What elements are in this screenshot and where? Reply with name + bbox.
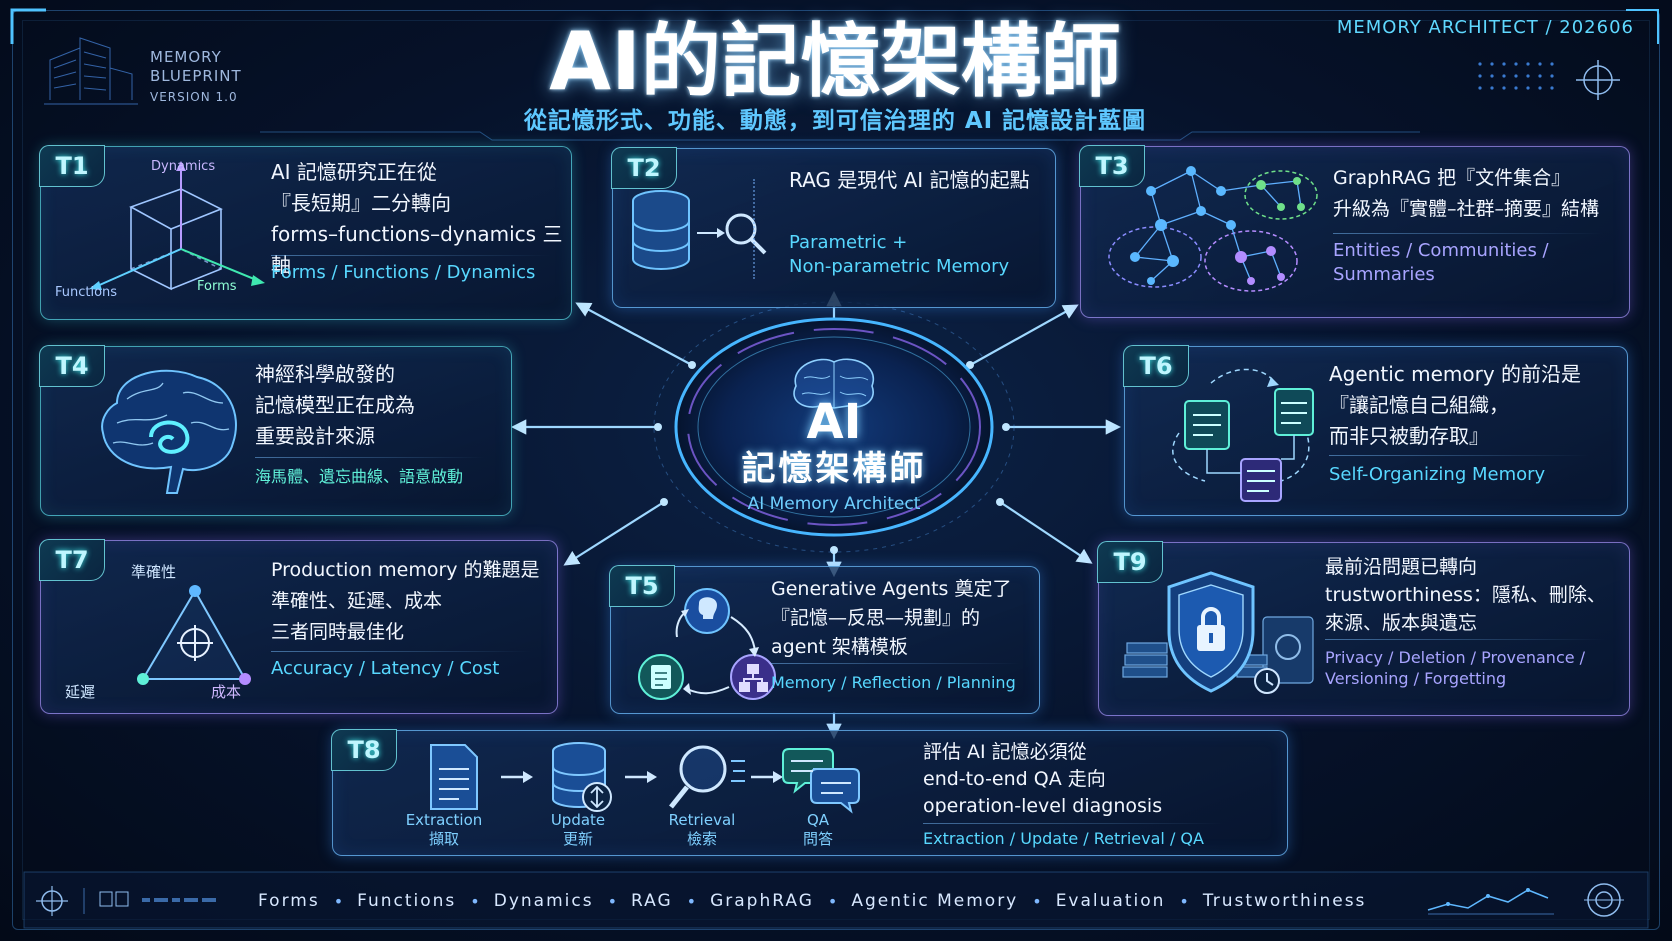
footer-item-dynamics: Dynamics	[493, 891, 594, 911]
triangle-tradeoff-icon	[137, 585, 251, 685]
t5-subtitle: Memory / Reflection / Planning	[771, 673, 1016, 692]
shield-lock-icon	[1122, 571, 1314, 694]
card-t4: T4 神經科學啟發的 記憶模型正在成為 重要設計來源 海馬體、遺忘曲線、語意啟動	[39, 345, 512, 516]
blueprint-version: VERSION 1.0	[150, 90, 238, 104]
crosshair-decoration	[1478, 60, 1620, 100]
footer-right-decoration	[1427, 883, 1624, 917]
blueprint-line1: MEMORY	[150, 48, 222, 66]
tag-t3: T3	[1079, 145, 1145, 187]
footer-item-forms: Forms	[258, 891, 320, 911]
tag-t7: T7	[39, 539, 105, 581]
footer-item-rag: RAG	[631, 891, 673, 911]
t3-subtitle: Entities / Communities / Summaries	[1333, 240, 1549, 285]
t9-title: 最前沿問題已轉向 trustworthiness：隱私、刪除、 來源、版本與遺忘	[1325, 556, 1606, 634]
hub-title: 記憶架構師	[741, 449, 927, 489]
axis-forms-label: Forms	[197, 279, 237, 294]
card-t5: T5 Generative Agents 奠定了 『記憶—反思—規劃』的 age…	[609, 565, 1040, 714]
t5-title: Generative Agents 奠定了 『記憶—反思—規劃』的 agent …	[771, 578, 1012, 658]
knowledge-graph-icon	[1108, 166, 1318, 292]
tag-t9: T9	[1097, 541, 1163, 583]
step-qa: QA 問答	[802, 811, 833, 848]
vertex-left-label: 延遲	[65, 683, 96, 701]
footer-left-decoration	[36, 886, 216, 916]
t3-title: GraphRAG 把『文件集合』 升級為『實體–社群–摘要』結構	[1333, 167, 1600, 220]
footer-keywords: Forms• Functions• Dynamics• RAG• GraphRA…	[258, 891, 1367, 911]
t1-subtitle: Forms / Functions / Dynamics	[271, 262, 536, 283]
card-t1: T1 Dynamics Functions Forms AI 記憶研究正在從 『…	[39, 145, 572, 320]
card-t8: T8 Extraction 擷取 Update 更新	[331, 729, 1288, 856]
hub-ai: AI	[806, 394, 862, 450]
footer-item-functions: Functions	[357, 891, 457, 911]
tag-t1: T1	[39, 145, 105, 187]
corner-code: MEMORY ARCHITECT / 202606	[1336, 17, 1634, 38]
card-t6: T6 Agentic memory 的前沿是 『讓記憶自己組織， 而非只被動存取…	[1123, 345, 1628, 516]
axis-dynamics-label: Dynamics	[151, 159, 216, 174]
blueprint-line2: BLUEPRINT	[150, 67, 242, 85]
footer-item-trustworthiness: Trustworthiness	[1202, 891, 1367, 911]
t6-subtitle: Self-Organizing Memory	[1329, 464, 1546, 485]
tag-t6: T6	[1123, 345, 1189, 387]
hub-rings	[653, 301, 1015, 553]
t9-subtitle: Privacy / Deletion / Provenance / Versio…	[1325, 648, 1586, 688]
axis-functions-label: Functions	[55, 285, 118, 300]
card-t7: T7 準確性 延遲 成本 Production memory 的難題是 準確性、…	[39, 539, 558, 714]
blueprint-label: MEMORY BLUEPRINT VERSION 1.0	[150, 48, 242, 107]
cube-axes-icon	[89, 161, 265, 291]
t2-title: RAG 是現代 AI 記憶的起點	[789, 168, 1030, 192]
step-extraction: Extraction 擷取	[405, 811, 483, 848]
t8-subtitle: Extraction / Update / Retrieval / QA	[923, 829, 1204, 848]
t1-title: AI 記憶研究正在從 『長短期』二分轉向 forms–functions–dyn…	[271, 160, 563, 277]
tag-t8: T8	[331, 729, 397, 771]
t4-subtitle: 海馬體、遺忘曲線、語意啟動	[255, 467, 464, 486]
t4-title: 神經科學啟發的 記憶模型正在成為 重要設計來源	[255, 362, 415, 448]
t7-subtitle: Accuracy / Latency / Cost	[271, 658, 500, 679]
footer-item-evaluation: Evaluation	[1055, 891, 1166, 911]
tag-t2: T2	[611, 147, 677, 189]
footer-item-agentic-memory: Agentic Memory	[851, 891, 1019, 911]
blueprint-building-icon	[44, 37, 138, 105]
t6-title: Agentic memory 的前沿是 『讓記憶自己組織， 而非只被動存取』	[1329, 362, 1582, 448]
t2-subtitle: Parametric + Non-parametric Memory	[789, 232, 1010, 277]
database-search-icon	[632, 190, 767, 270]
self-organizing-docs-icon	[1172, 368, 1314, 502]
brain-icon	[101, 369, 237, 494]
footer-item-graphrag: GraphRAG	[710, 891, 814, 911]
step-update: Update 更新	[550, 811, 606, 848]
page-title: AI的記憶架構師	[549, 15, 1121, 108]
vertex-right-label: 成本	[211, 683, 242, 701]
pipeline-icons	[430, 742, 860, 814]
t8-title: 評估 AI 記憶必須從 end-to-end QA 走向 operation-l…	[923, 741, 1163, 817]
tag-t5: T5	[609, 565, 675, 607]
vertex-top-label: 準確性	[131, 563, 177, 581]
hub-english: AI Memory Architect	[747, 494, 921, 514]
step-retrieval: Retrieval 檢索	[668, 811, 736, 848]
card-t3: T3 GraphRAG 把『文件集合』 升級為『實體–社群–摘要』結構 Enti…	[1079, 145, 1630, 318]
page-subtitle: 從記憶形式、功能、動態，到可信治理的 AI 記憶設計藍圖	[523, 108, 1147, 134]
agent-cycle-icon	[638, 588, 776, 700]
card-t2: T2 RAG 是現代 AI 記憶的起點 Parametric + Non-par…	[611, 147, 1056, 308]
card-t9: T9 最前沿問題已轉向 trustworthiness：隱私、刪除、 來源、版本…	[1097, 541, 1630, 716]
t7-title: Production memory 的難題是 準確性、延遲、成本 三者同時最佳化	[271, 559, 540, 643]
hub-brain-icon	[793, 358, 875, 409]
tag-t4: T4	[39, 345, 105, 387]
